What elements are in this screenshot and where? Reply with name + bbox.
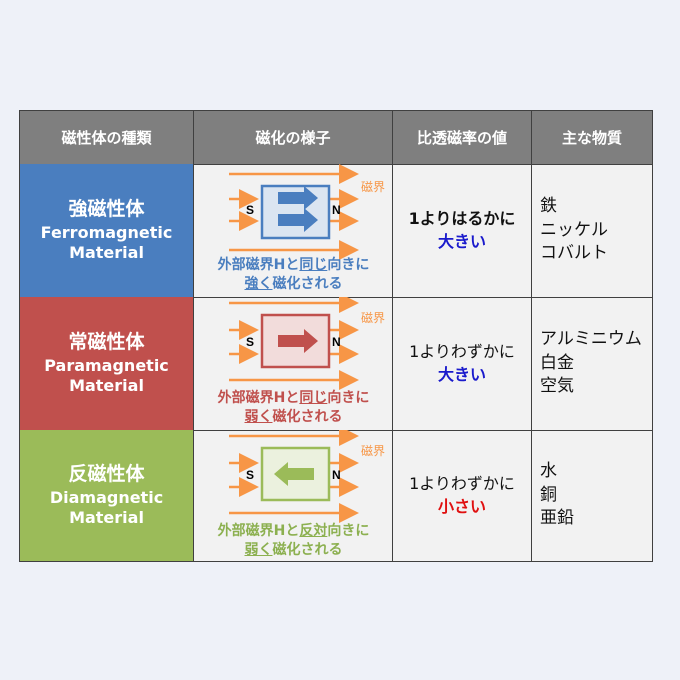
type-name-en: Paramagnetic bbox=[44, 356, 169, 376]
arrow-right-icon bbox=[278, 329, 318, 353]
type-name-en-2: Material bbox=[69, 243, 144, 263]
svg-text:N: N bbox=[332, 468, 341, 482]
material-item: 水 bbox=[540, 460, 557, 481]
type-cell: 常磁性体 Paramagnetic Material bbox=[20, 297, 194, 430]
permeability-cell: 1よりわずかに 小さい bbox=[393, 430, 532, 561]
svg-text:S: S bbox=[246, 335, 254, 349]
type-name-en-2: Material bbox=[69, 508, 144, 528]
materials-cell: 水 銅 亜鉛 bbox=[532, 430, 652, 561]
table-header: 磁性体の種類 磁化の様子 比透磁率の値 主な物質 bbox=[20, 111, 652, 165]
table-row-ferromagnetic: 強磁性体 Ferromagnetic Material S N bbox=[20, 164, 652, 298]
type-cell: 反磁性体 Diamagnetic Material bbox=[20, 430, 194, 561]
permeability-desc: 1よりわずかに bbox=[409, 474, 515, 494]
caption-line1: 外部磁界Hと反対向きに bbox=[217, 523, 370, 539]
table-row-diamagnetic: 反磁性体 Diamagnetic Material S N 磁界 bbox=[20, 430, 652, 561]
materials-cell: アルミニウム 白金 空気 bbox=[532, 297, 652, 430]
caption-line2: 弱く磁化される bbox=[244, 542, 343, 558]
type-name-en: Diamagnetic bbox=[49, 488, 164, 508]
arrow-right-icon bbox=[278, 186, 318, 210]
material-item: ニッケル bbox=[540, 219, 608, 240]
table-row-paramagnetic: 常磁性体 Paramagnetic Material S N 磁界 bbox=[20, 297, 652, 431]
material-item: 亜鉛 bbox=[540, 508, 574, 529]
type-name-en-2: Material bbox=[69, 376, 144, 396]
type-cell: 強磁性体 Ferromagnetic Material bbox=[20, 164, 194, 297]
material-item: 銅 bbox=[540, 484, 557, 505]
type-name-jp: 強磁性体 bbox=[68, 197, 145, 220]
svg-text:S: S bbox=[246, 203, 254, 217]
svg-text:N: N bbox=[332, 203, 341, 217]
permeability-value: 大きい bbox=[437, 364, 486, 384]
caption-line2: 弱く磁化される bbox=[244, 409, 343, 425]
svg-text:磁界: 磁界 bbox=[361, 443, 385, 458]
header-magnetization: 磁化の様子 bbox=[194, 111, 393, 164]
paramagnetic-diagram: S N 磁界 bbox=[229, 297, 385, 390]
ferromagnetic-diagram: S N 磁界 bbox=[229, 164, 385, 260]
material-item: 空気 bbox=[540, 376, 574, 397]
materials-cell: 鉄 ニッケル コバルト bbox=[532, 164, 652, 297]
field-lines-icon bbox=[229, 430, 359, 523]
material-item: 白金 bbox=[540, 352, 574, 373]
material-item: 鉄 bbox=[540, 195, 557, 216]
field-lines-icon bbox=[229, 164, 359, 260]
magnetization-diagram-cell: S N 磁界 外部磁界Hと同じ向きに 強く磁化される bbox=[194, 164, 393, 297]
material-item: コバルト bbox=[540, 243, 608, 264]
permeability-desc: 1よりはるかに bbox=[408, 209, 516, 229]
magnetization-diagram-cell: S N 磁界 外部磁界Hと同じ向きに 弱く磁化される bbox=[194, 297, 393, 430]
field-lines-icon bbox=[229, 297, 359, 390]
type-name-jp: 反磁性体 bbox=[68, 462, 145, 485]
svg-text:磁界: 磁界 bbox=[361, 310, 385, 325]
permeability-desc: 1よりわずかに bbox=[409, 342, 515, 362]
type-name-jp: 常磁性体 bbox=[68, 330, 145, 353]
permeability-value: 小さい bbox=[437, 496, 486, 516]
material-item: アルミニウム bbox=[540, 328, 642, 349]
magnet-box-icon bbox=[260, 184, 331, 240]
magnetization-diagram-cell: S N 磁界 外部磁界Hと反対向きに 弱く磁化される bbox=[194, 430, 393, 561]
arrow-right-icon bbox=[278, 208, 318, 232]
caption-line2: 強く磁化される bbox=[244, 276, 343, 292]
permeability-value: 大きい bbox=[437, 231, 486, 251]
arrow-left-icon bbox=[274, 462, 314, 486]
header-permeability: 比透磁率の値 bbox=[393, 111, 532, 164]
permeability-cell: 1よりはるかに 大きい bbox=[393, 164, 532, 297]
svg-text:磁界: 磁界 bbox=[361, 179, 385, 194]
header-materials: 主な物質 bbox=[532, 111, 652, 164]
header-type: 磁性体の種類 bbox=[20, 111, 194, 164]
caption-line1: 外部磁界Hと同じ向きに bbox=[217, 390, 370, 406]
diamagnetic-diagram: S N 磁界 bbox=[229, 430, 385, 523]
svg-text:S: S bbox=[246, 468, 254, 482]
type-name-en: Ferromagnetic bbox=[40, 223, 173, 243]
caption-line1: 外部磁界Hと同じ向きに bbox=[217, 257, 370, 273]
permeability-cell: 1よりわずかに 大きい bbox=[393, 297, 532, 430]
magnetic-materials-table: 磁性体の種類 磁化の様子 比透磁率の値 主な物質 強磁性体 Ferromagne… bbox=[19, 110, 653, 562]
svg-text:N: N bbox=[332, 335, 341, 349]
